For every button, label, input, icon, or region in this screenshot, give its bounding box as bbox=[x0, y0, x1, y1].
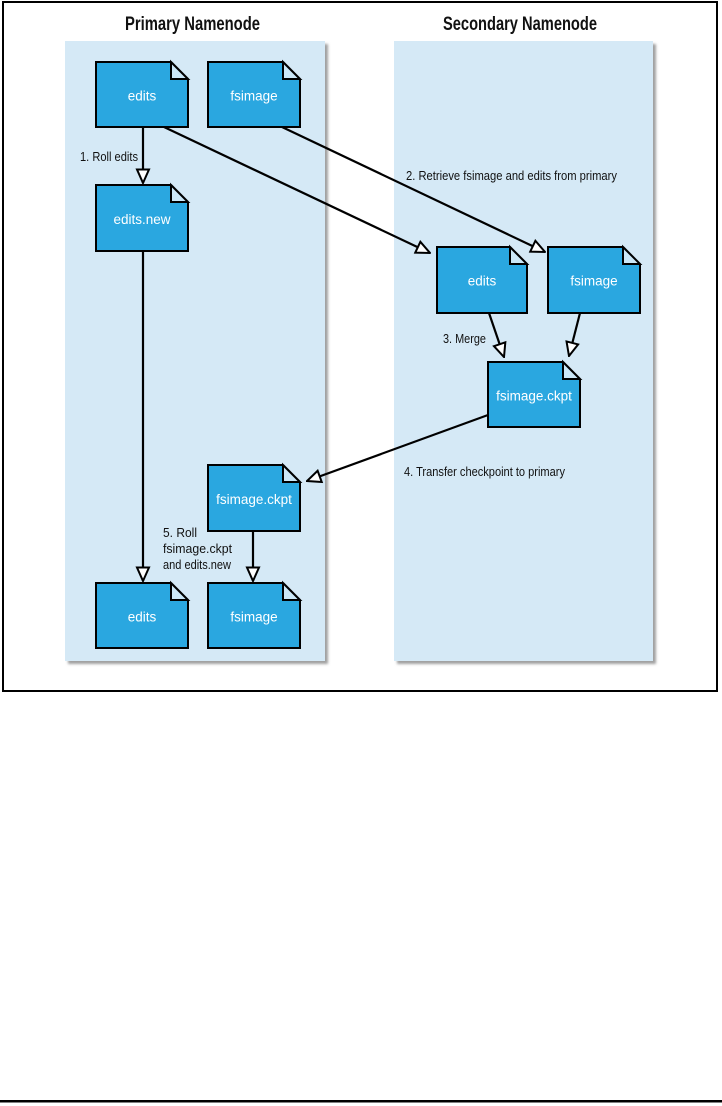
doc-fold-corner bbox=[282, 462, 303, 483]
step3-label: 3. Merge bbox=[443, 331, 486, 346]
doc-label: fsimage bbox=[230, 89, 277, 104]
doc-fold-corner bbox=[622, 244, 643, 265]
doc-label: edits bbox=[128, 610, 157, 625]
doc-shape bbox=[207, 464, 301, 532]
footer-rule bbox=[0, 1100, 722, 1103]
doc-shape bbox=[95, 582, 189, 649]
doc-label: edits.new bbox=[113, 212, 170, 227]
primary-namenode-title: Primary Namenode bbox=[125, 14, 260, 35]
doc-shape bbox=[207, 582, 301, 649]
doc-shape bbox=[436, 246, 528, 314]
doc-primary-edits-top: edits bbox=[95, 59, 191, 128]
doc-fold-corner bbox=[282, 580, 303, 601]
step5-label-line1: 5. Roll bbox=[163, 525, 197, 540]
doc-fold-corner bbox=[282, 59, 303, 80]
step4-label: 4. Transfer checkpoint to primary bbox=[404, 464, 565, 479]
doc-shape bbox=[487, 361, 581, 428]
secondary-namenode-title: Secondary Namenode bbox=[443, 14, 597, 35]
doc-fold-corner bbox=[170, 580, 191, 601]
arrow-merge-edits bbox=[487, 312, 504, 357]
step2-label: 2. Retrieve fsimage and edits from prima… bbox=[406, 168, 617, 183]
doc-label: edits bbox=[468, 274, 497, 289]
doc-fold-corner bbox=[509, 244, 530, 265]
primary-namenode-panel bbox=[65, 41, 325, 661]
doc-secondary-edits: edits bbox=[436, 244, 530, 314]
arrow-retrieve-edits bbox=[163, 126, 430, 253]
doc-primary-fsimage-ckpt: fsimage.ckpt bbox=[207, 462, 303, 532]
doc-fold-corner bbox=[170, 182, 191, 203]
arrow-merge-fsimage bbox=[569, 312, 582, 356]
doc-label: fsimage.ckpt bbox=[496, 389, 572, 404]
doc-label: edits bbox=[128, 89, 157, 104]
doc-fold-corner bbox=[170, 59, 191, 80]
doc-secondary-fsimage-ckpt: fsimage.ckpt bbox=[487, 359, 583, 428]
doc-shape bbox=[95, 61, 189, 128]
secondary-namenode-panel bbox=[394, 41, 653, 661]
doc-primary-edits-new: edits.new bbox=[95, 182, 191, 252]
doc-label: fsimage bbox=[230, 610, 277, 625]
step1-label: 1. Roll edits bbox=[80, 149, 138, 164]
step5-label-line3: and edits.new bbox=[163, 557, 232, 572]
doc-primary-fsimage-bottom: fsimage bbox=[207, 580, 303, 649]
doc-shape bbox=[207, 61, 301, 128]
doc-primary-edits-bottom: edits bbox=[95, 580, 191, 649]
doc-shape bbox=[95, 184, 189, 252]
step5-label-line2: fsimage.ckpt bbox=[163, 541, 232, 556]
arrow-transfer-checkpoint bbox=[307, 413, 489, 481]
doc-secondary-fsimage: fsimage bbox=[547, 244, 643, 314]
doc-label: fsimage.ckpt bbox=[216, 492, 292, 507]
arrow-retrieve-fsimage bbox=[281, 126, 545, 252]
doc-shape bbox=[547, 246, 641, 314]
doc-fold-corner bbox=[562, 359, 583, 380]
doc-label: fsimage bbox=[570, 274, 617, 289]
doc-primary-fsimage-top: fsimage bbox=[207, 59, 303, 128]
